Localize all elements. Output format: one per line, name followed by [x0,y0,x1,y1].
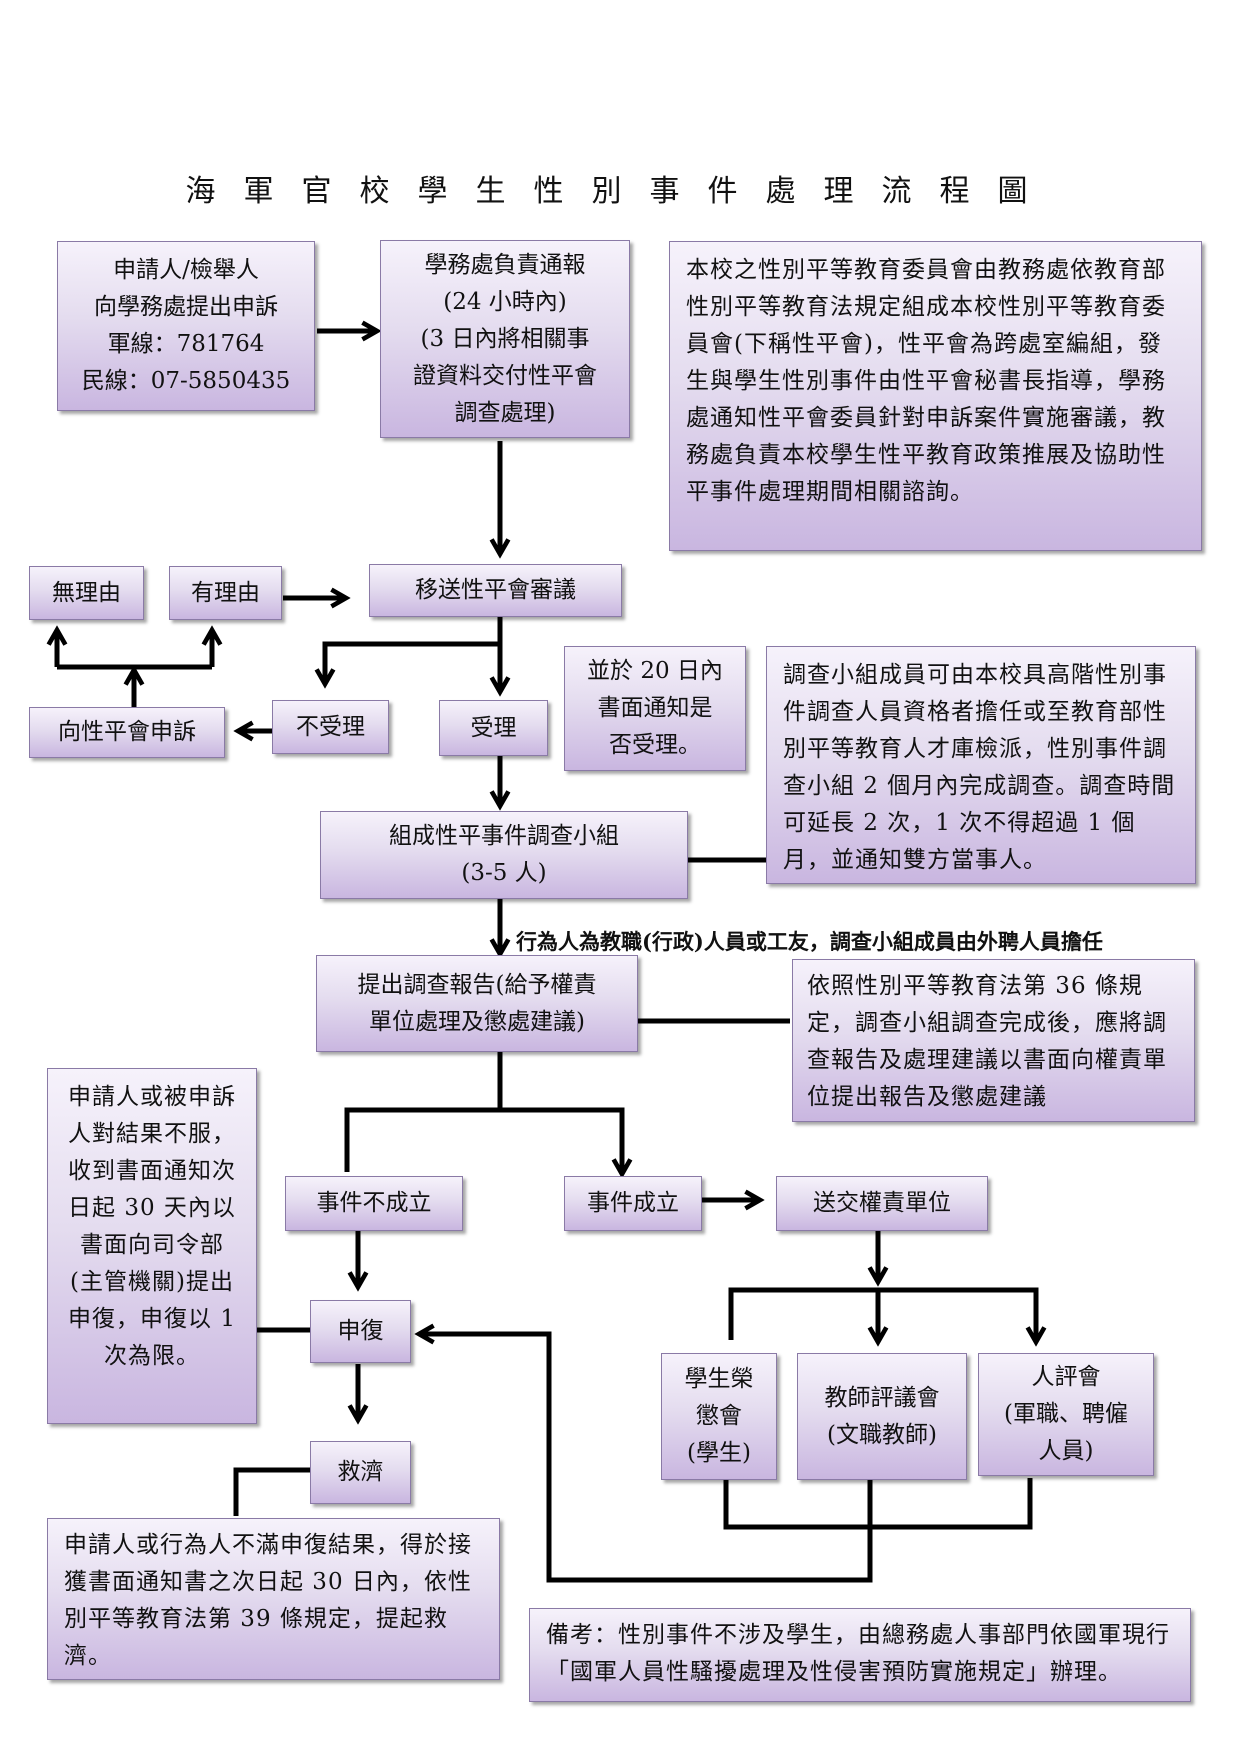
teacher-council-box: 教師評議會 (文職教師) [797,1353,967,1480]
no-reason-box: 無理由 [29,566,144,620]
connector-reason-split [131,664,212,707]
student-council-box: 學生榮 懲會 (學生) [661,1353,777,1480]
appeal-committee-box: 向性平會申訴 [29,707,225,758]
established-box: 事件成立 [564,1176,702,1231]
relief-info-box: 申請人或行為人不滿申復結果，得於接獲書面通知書之次日起 30 日內，依性別平等教… [47,1518,500,1680]
personnel-council-box: 人評會 (軍職、聘僱 人員) [978,1353,1154,1476]
connector-councils-bottom [723,1478,1033,1530]
notify-20days-box: 並於 20 日內 書面通知是 否受理。 [564,646,746,771]
applicant-box: 申請人/檢舉人 向學務處提出申訴 軍線：781764 民線：07-5850435 [57,241,315,411]
remark-box: 備考：性別事件不涉及學生，由總務處人事部門依國軍現行「國軍人員性騷擾處理及性侵害… [529,1608,1191,1702]
relief-box: 救濟 [310,1441,411,1504]
has-reason-box: 有理由 [169,566,282,620]
connector-relief-info [233,1467,310,1516]
appeal-info-box: 申請人或被申訴人對結果不服，收到書面通知次日起 30 天內以書面向司令部(主管機… [47,1068,257,1424]
send-unit-box: 送交權責單位 [776,1176,988,1231]
not-accepted-box: 不受理 [272,700,389,754]
committee-info-box: 本校之性別平等教育委員會由教務處依教育部性別平等教育法規定組成本校性別平等教育委… [669,241,1202,551]
staff-note: 行為人為教職(行政)人員或工友，調查小組成員由外聘人員擔任 [516,929,1103,954]
not-established-box: 事件不成立 [285,1176,463,1231]
student-affairs-box: 學務處負責通報 (24 小時內) (3 日內將相關事 證資料交付性平會 調查處理… [380,240,630,438]
accepted-box: 受理 [439,700,548,756]
transfer-review-box: 移送性平會審議 [369,564,622,617]
arrow-councils-to-reappeal [421,1334,873,1583]
page-title: 海軍官校學生性別事件處理流程圖 [185,174,1056,209]
reappeal-box: 申復 [310,1300,411,1363]
team-info-box: 調查小組成員可由本校具高階性別事件調查人員資格者擔任或至教育部性別平等教育人才庫… [766,646,1196,884]
form-team-box: 組成性平事件調查小組 (3-5 人) [320,811,688,899]
law36-box: 依照性別平等教育法第 36 條規定，調查小組調查完成後，應將調查報告及處理建議以… [792,959,1195,1122]
report-box: 提出調查報告(給予權責 單位處理及懲處建議) [316,955,638,1052]
